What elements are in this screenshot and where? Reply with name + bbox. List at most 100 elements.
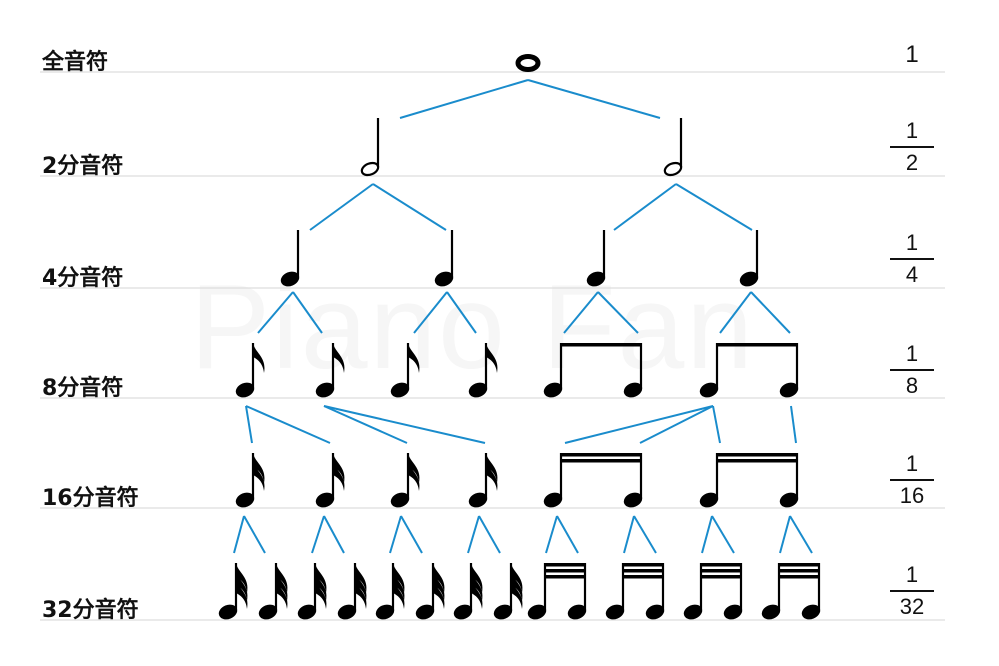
note-beam (778, 575, 820, 579)
note-flag (355, 563, 367, 593)
note-flag (253, 343, 265, 373)
note-flag (511, 571, 523, 601)
connector-line (789, 515, 813, 554)
note-flag (315, 571, 327, 601)
connector-line (323, 405, 408, 444)
fraction-numerator: 1 (905, 562, 919, 587)
note-flag (408, 343, 420, 373)
note-flag (393, 563, 405, 593)
connector-line (563, 291, 599, 334)
note-flag (315, 579, 327, 609)
note-flag (315, 563, 327, 593)
connector-line (245, 405, 331, 444)
note-flag (471, 579, 483, 609)
row-label-thirty-second: 32分音符 (42, 598, 139, 623)
note-flag (333, 461, 345, 491)
note-beam (716, 453, 798, 457)
whole-note (515, 54, 541, 72)
connector-line (323, 515, 345, 554)
fraction-numerator: 1 (905, 41, 919, 68)
connector-line (719, 291, 752, 334)
connector-line (243, 515, 266, 554)
connector-line (712, 405, 721, 444)
note-beam (560, 453, 642, 457)
connector-line (675, 183, 753, 231)
note-beam (716, 343, 798, 347)
fraction-denominator: 2 (905, 150, 919, 175)
note-flag (393, 579, 405, 609)
connector-line (633, 515, 657, 554)
connector-line (527, 79, 661, 119)
row-label-quarter: 4分音符 (42, 266, 124, 291)
connector-line (389, 515, 402, 554)
note-flag (276, 579, 288, 609)
note-beam (778, 563, 820, 567)
note-flag (486, 453, 498, 483)
note-beam (700, 575, 742, 579)
note-flag (253, 461, 265, 491)
row-label-whole: 全音符 (42, 50, 109, 75)
note-flag (486, 461, 498, 491)
note-flag (333, 343, 345, 373)
connector-line (779, 515, 791, 554)
fraction-whole: 1 (888, 42, 936, 68)
connector-line (478, 515, 501, 554)
fraction-denominator: 16 (899, 483, 925, 508)
connector-line (623, 515, 635, 554)
connector-line (701, 515, 713, 554)
connector-line (257, 291, 294, 334)
row-label-eighth: 8分音符 (42, 376, 124, 401)
note-beam (622, 575, 664, 579)
note-flag (253, 453, 265, 483)
connector-line (311, 515, 325, 554)
note-flag (471, 571, 483, 601)
connector-line (413, 291, 448, 334)
connector-line (309, 183, 374, 231)
connector-line (790, 405, 797, 444)
note-beam (544, 569, 586, 573)
note-beam (700, 563, 742, 567)
row-label-half: 2分音符 (42, 154, 124, 179)
connector-line (467, 515, 480, 554)
connector-line (597, 291, 639, 334)
connector-line (750, 291, 791, 334)
note-flag (471, 563, 483, 593)
connector-line (446, 291, 477, 334)
fraction-numerator: 1 (905, 118, 919, 143)
note-flag (433, 571, 445, 601)
note-flag (236, 571, 248, 601)
connector-line (399, 79, 529, 119)
note-flag (236, 563, 248, 593)
note-beam (560, 343, 642, 347)
note-beam (622, 563, 664, 567)
note-flag (433, 563, 445, 593)
note-flag (408, 461, 420, 491)
note-beam (544, 575, 586, 579)
connector-line (400, 515, 423, 554)
connector-line (233, 515, 245, 554)
note-beam (560, 459, 642, 463)
connector-line (711, 515, 735, 554)
note-flag (511, 579, 523, 609)
fraction-bar (890, 146, 934, 148)
fraction-numerator: 1 (905, 341, 919, 366)
note-flag (486, 343, 498, 373)
connector-line (556, 515, 579, 554)
note-flag (276, 571, 288, 601)
note-beam (622, 569, 664, 573)
fraction-bar (890, 590, 934, 592)
note-flag (393, 571, 405, 601)
note-flag (511, 563, 523, 593)
fraction-bar (890, 479, 934, 481)
connector-line (245, 405, 253, 444)
fraction-numerator: 1 (905, 451, 919, 476)
note-beam (544, 563, 586, 567)
fraction-denominator: 8 (905, 373, 919, 398)
